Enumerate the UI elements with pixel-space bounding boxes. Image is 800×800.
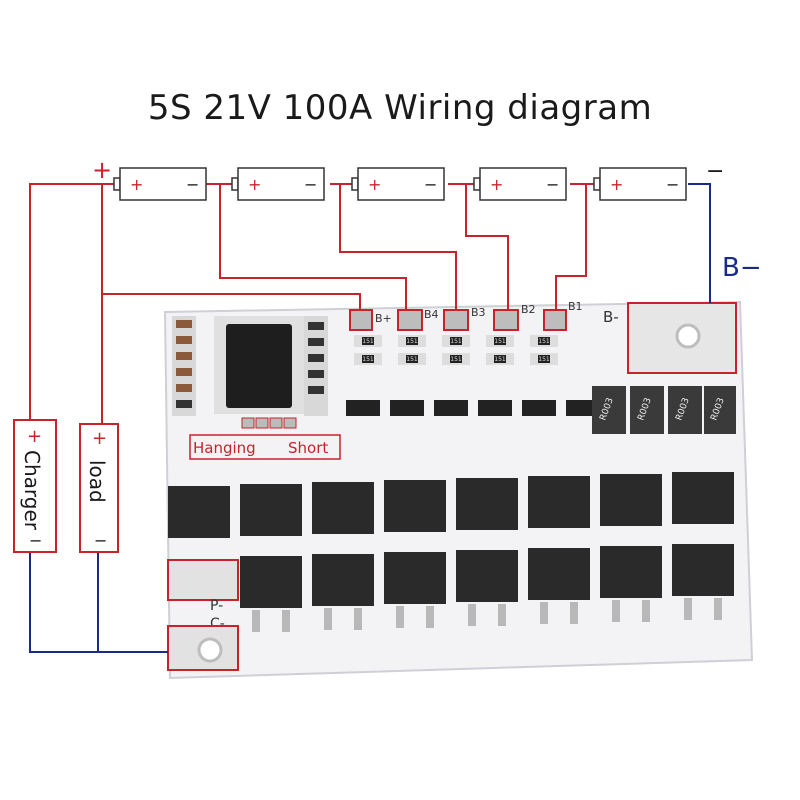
battery-cell-terminal (113, 177, 121, 191)
smd-code-label: 151 (450, 338, 462, 345)
battery-cell-minus: − (666, 175, 679, 194)
hanging-short-box (189, 434, 341, 460)
b4-label: B4 (424, 308, 439, 321)
smd-code-label: 151 (362, 356, 374, 363)
load-plus: + (92, 428, 107, 449)
balance-pads (349, 309, 567, 331)
pack-plus-label: + (92, 156, 112, 184)
battery-cell-minus: − (186, 175, 199, 194)
smd-code-label: 151 (494, 338, 506, 345)
battery-cell-body (237, 167, 325, 201)
battery-cell-terminal (593, 177, 601, 191)
p-minus-label: P- (210, 598, 223, 614)
charger-plus: + (27, 426, 42, 447)
c-minus-mounting-hole (197, 637, 223, 663)
battery-cell-body (119, 167, 207, 201)
charger-minus: − (29, 531, 42, 550)
smd-transistor-row (346, 400, 600, 416)
b-minus-pad-label: B- (603, 308, 619, 326)
smd-code-label: 151 (450, 356, 462, 363)
battery-cell-plus: + (490, 175, 503, 194)
jumper-pads (241, 417, 297, 429)
smd-code-label: 151 (494, 356, 506, 363)
hanging-label: Hanging (193, 439, 256, 457)
pack-minus-label: − (706, 159, 724, 184)
b-minus-mounting-hole (675, 323, 701, 349)
battery-cell-body (357, 167, 445, 201)
battery-cell-minus: − (424, 175, 437, 194)
battery-cell-terminal (351, 177, 359, 191)
battery-cell-minus: − (546, 175, 559, 194)
load-box: + load − (79, 423, 119, 553)
battery-cell-terminal (473, 177, 481, 191)
mosfet-bottom-row (240, 544, 734, 608)
battery-cell-body (599, 167, 687, 201)
battery-cell: +− (473, 167, 567, 201)
smd-resistor-grid (354, 335, 558, 365)
battery-cell-plus: + (368, 175, 381, 194)
battery-cell: +− (351, 167, 445, 201)
b3-label: B3 (471, 306, 486, 319)
battery-cell-minus: − (304, 175, 317, 194)
mosfet-legs (252, 598, 722, 632)
battery-cell-plus: + (248, 175, 261, 194)
shunt-resistors (592, 386, 736, 434)
battery-cell-terminal (231, 177, 239, 191)
battery-cell: +− (593, 167, 687, 201)
smd-code-label: 151 (538, 356, 550, 363)
charger-label: Charger (20, 450, 44, 531)
b2-label: B2 (521, 303, 536, 316)
load-minus: − (94, 531, 107, 550)
b-plus-label: B+ (375, 312, 392, 325)
smd-code-label: 151 (538, 338, 550, 345)
left-pad-column (172, 316, 196, 416)
short-label: Short (288, 439, 328, 457)
battery-cell: +− (113, 167, 207, 201)
red-wires (29, 183, 600, 424)
smd-code-label: 151 (406, 338, 418, 345)
battery-cells: +−+−+−+−+− (113, 167, 687, 201)
blue-wires (29, 183, 711, 653)
load-label: load (85, 460, 109, 503)
mosfet-top-row (168, 472, 734, 538)
smd-code-label: 151 (406, 356, 418, 363)
battery-cell-plus: + (130, 175, 143, 194)
charger-box: + Charger − (13, 419, 57, 553)
smd-code-label: 151 (362, 338, 374, 345)
battery-cell: +− (231, 167, 325, 201)
b1-label: B1 (568, 300, 583, 313)
diagram-title: 5S 21V 100A Wiring diagram (147, 88, 653, 128)
b-minus-wire-label: B− (722, 253, 762, 283)
bms-ic-chip (214, 316, 328, 416)
battery-cell-body (479, 167, 567, 201)
p-minus-pad-box (167, 559, 239, 601)
battery-cell-plus: + (610, 175, 623, 194)
